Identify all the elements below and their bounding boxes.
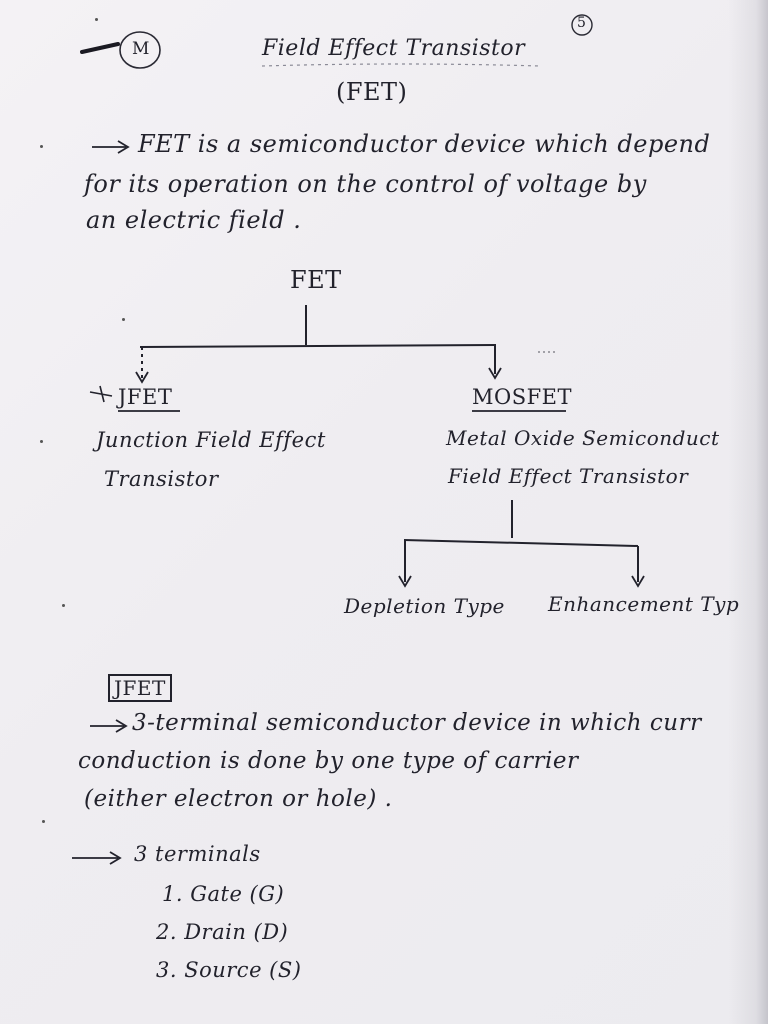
- jfet-arrow-head: [135, 371, 149, 384]
- depletion-arrow-head: [398, 575, 412, 588]
- page-subtitle: (FET): [336, 78, 408, 106]
- jfet-desc-line-2: Transistor: [104, 467, 219, 491]
- tree-jfet-label: JFET: [118, 385, 173, 409]
- tree-root-fet: FET: [290, 266, 342, 294]
- jfet-desc-line-1: Junction Field Effect: [96, 428, 326, 452]
- page-number: 5: [577, 15, 587, 31]
- margin-dot: [40, 145, 43, 148]
- jfet-def-line-3: (either electron or hole) .: [84, 786, 393, 812]
- intro-line-3: an electric field .: [86, 206, 302, 234]
- terminal-item-source: 3. Source (S): [156, 958, 302, 982]
- margin-dot: [95, 18, 98, 21]
- mosfet-type-enhancement: Enhancement Typ: [548, 592, 740, 616]
- jfet-section-heading: JFET: [108, 674, 172, 702]
- margin-dot: [42, 820, 45, 823]
- margin-dot: [62, 604, 65, 607]
- jfet-def-arrow-head: [115, 719, 128, 733]
- mosfet-desc-line-1: Metal Oxide Semiconduct: [446, 426, 720, 450]
- intro-line-2: for its operation on the control of volt…: [84, 170, 647, 198]
- jfet-def-line-2: conduction is done by one type of carrie…: [78, 748, 579, 774]
- page-title: Field Effect Transistor: [262, 36, 526, 61]
- mosfet-type-depletion: Depletion Type: [344, 594, 505, 618]
- terminals-heading: 3 terminals: [134, 842, 261, 866]
- terminals-arrow-head: [109, 851, 122, 865]
- corner-mark: M: [132, 39, 150, 59]
- jfet-def-line-1: 3-terminal semiconductor device in which…: [132, 710, 702, 736]
- enhancement-arrow-head: [631, 575, 645, 588]
- page-number-circle: [571, 14, 593, 36]
- title-underline: [261, 63, 541, 67]
- intro-line-1: FET is a semiconductor device which depe…: [138, 130, 711, 158]
- terminal-item-drain: 2. Drain (D): [156, 920, 289, 944]
- margin-dot: [122, 318, 125, 321]
- mosfet-desc-line-2: Field Effect Transistor: [448, 464, 689, 488]
- pen-scribble: [80, 42, 120, 54]
- page-edge-shadow: [728, 0, 768, 1024]
- root-branch-bar: [139, 344, 497, 348]
- margin-dot: [40, 440, 43, 443]
- intro-arrow-head: [117, 140, 130, 154]
- jfet-mark-arrow: [89, 385, 113, 403]
- mosfet-arrow-head: [488, 367, 502, 380]
- tree-mosfet-label: MOSFET: [472, 385, 573, 409]
- mosfet-branch-bar: [403, 539, 639, 547]
- terminal-item-gate: 1. Gate (G): [162, 882, 285, 906]
- corner-circle: [119, 31, 161, 69]
